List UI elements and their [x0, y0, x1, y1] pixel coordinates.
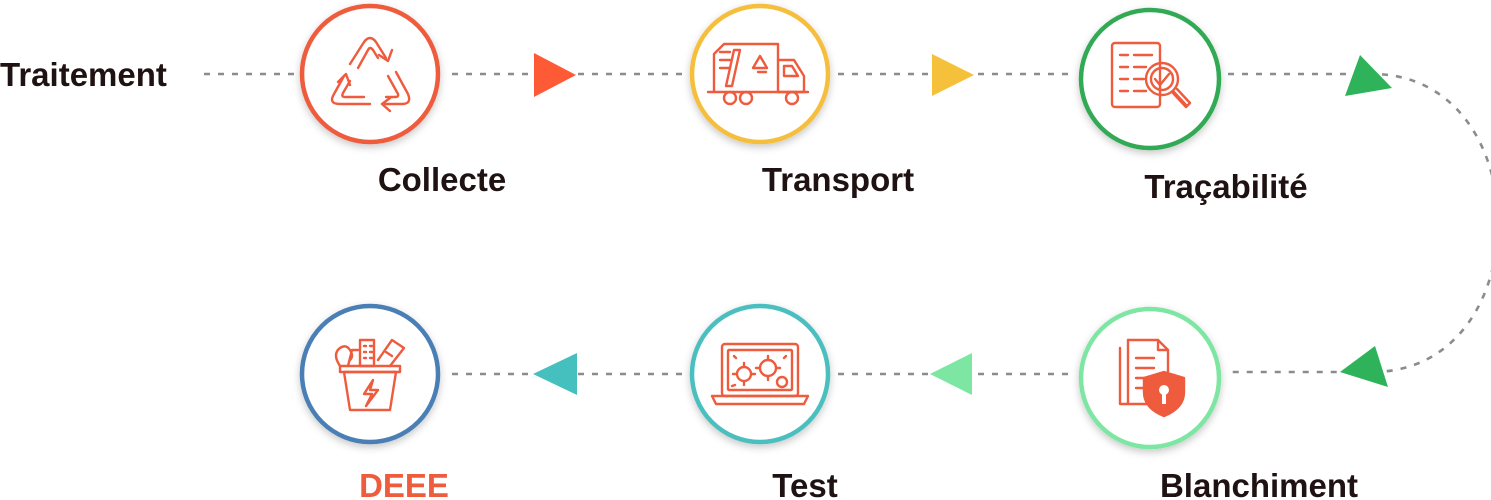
arrow-5: [930, 353, 972, 395]
step-node-5: [689, 303, 831, 445]
step-node-6: [299, 303, 441, 445]
step-ring-2: [689, 3, 831, 145]
step-label-tracabilite: Traçabilité: [1144, 168, 1307, 205]
step-label-transport: Transport: [762, 161, 914, 198]
step-ring-1: [299, 3, 441, 145]
connector-3-4: [1228, 72, 1491, 374]
step-label-deee: DEEE: [359, 467, 449, 500]
step-labels: Collecte Transport Traçabilité Blanchime…: [359, 161, 1358, 500]
arrow-1: [534, 53, 576, 97]
step-label-blanchiment: Blanchiment: [1160, 467, 1358, 500]
arrows: [533, 53, 1392, 395]
documents-shield-icon: [1118, 338, 1186, 418]
e-waste-bin-icon: [334, 338, 406, 412]
step-label-collecte: Collecte: [378, 161, 506, 198]
step-ring-5: [689, 303, 831, 445]
arrow-6: [533, 353, 577, 395]
recycling-truck-icon: [706, 42, 810, 106]
start-label: Traitement: [0, 56, 167, 93]
checklist-magnifier-icon: [1110, 41, 1192, 109]
arrow-2: [932, 54, 974, 96]
step-label-test: Test: [772, 467, 837, 500]
laptop-gears-icon: [710, 342, 810, 406]
step-node-2: [689, 3, 831, 145]
arrow-4: [1340, 346, 1388, 387]
step-ring-6: [299, 303, 441, 445]
recycle-icon: [330, 36, 411, 113]
step-node-1: [299, 3, 441, 145]
arrow-3: [1345, 55, 1392, 96]
